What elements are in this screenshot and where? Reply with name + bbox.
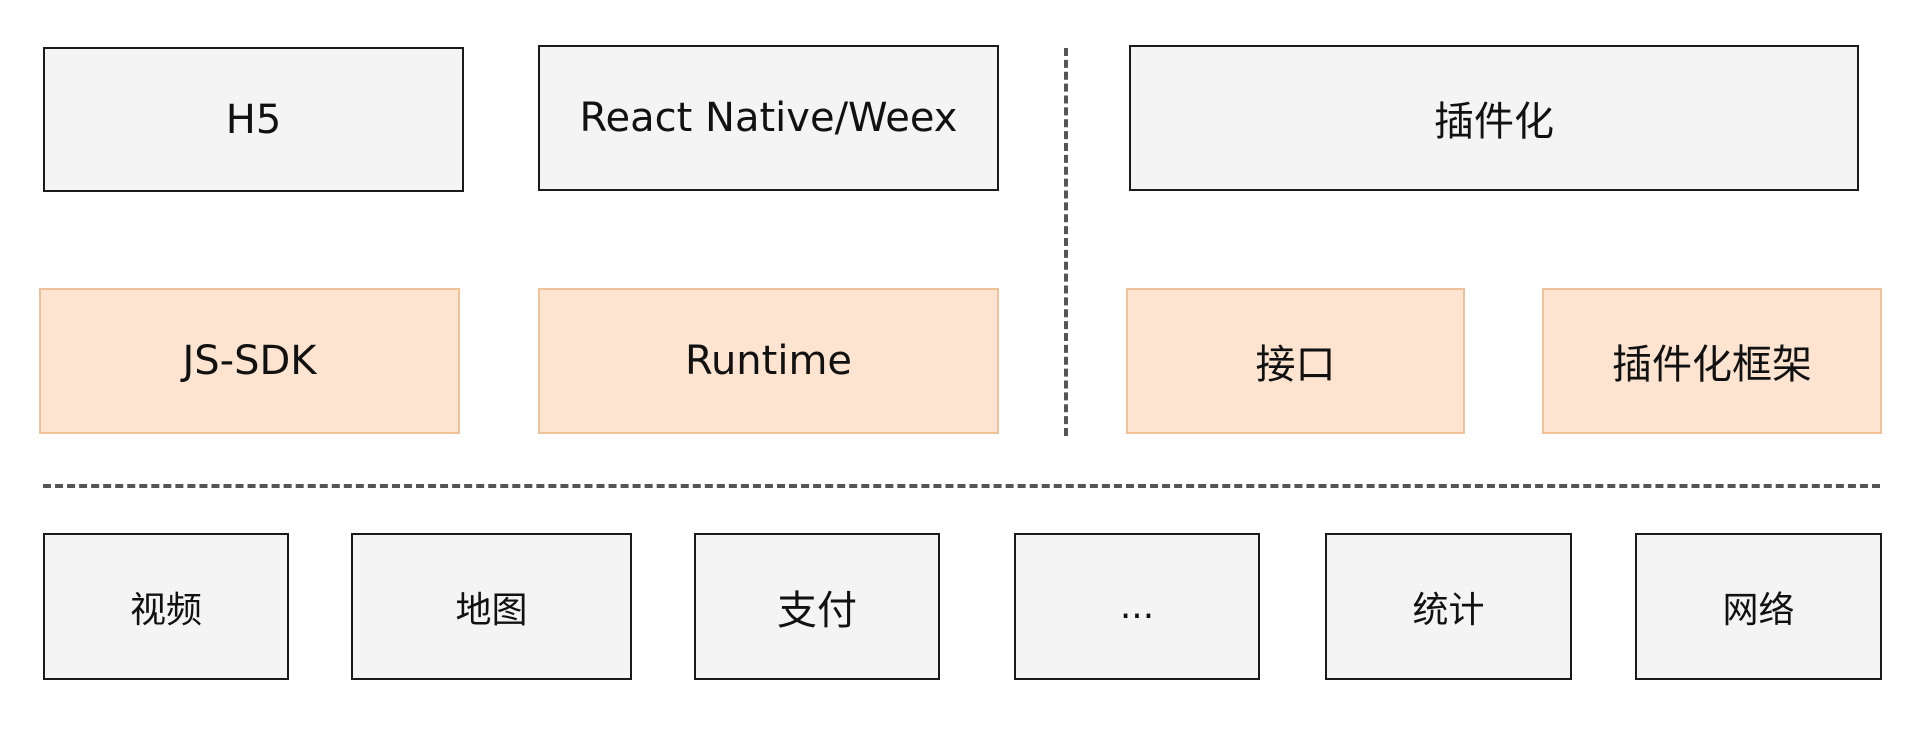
payment-box: 支付 — [694, 533, 940, 680]
video-label: 视频 — [129, 589, 202, 631]
map-box: 地图 — [351, 533, 632, 680]
interface-box: 接口 — [1126, 288, 1465, 434]
video-box: 视频 — [43, 533, 289, 680]
vertical-divider — [1064, 48, 1068, 436]
runtime-box: Runtime — [538, 288, 999, 434]
ellipsis-box: ... — [1014, 533, 1260, 680]
ellipsis-label: ... — [1119, 586, 1155, 627]
runtime-label: Runtime — [684, 338, 853, 384]
plugin-label: 插件化 — [1434, 99, 1554, 145]
h5-box: H5 — [43, 47, 464, 192]
h5-label: H5 — [225, 96, 282, 143]
map-label: 地图 — [455, 589, 528, 631]
js-sdk-box: JS-SDK — [39, 288, 460, 434]
plugin-box: 插件化 — [1129, 45, 1859, 191]
network-label: 网络 — [1722, 589, 1795, 631]
stats-box: 统计 — [1325, 533, 1572, 680]
js-sdk-label: JS-SDK — [182, 338, 317, 384]
stats-label: 统计 — [1412, 589, 1485, 631]
payment-label: 支付 — [777, 587, 857, 634]
horizontal-divider — [43, 484, 1880, 488]
react-native-weex-box: React Native/Weex — [538, 45, 999, 191]
interface-label: 接口 — [1255, 342, 1336, 388]
network-box: 网络 — [1635, 533, 1882, 680]
plugin-framework-label: 插件化框架 — [1612, 342, 1812, 388]
plugin-framework-box: 插件化框架 — [1542, 288, 1882, 434]
react-native-weex-label: React Native/Weex — [579, 95, 958, 141]
